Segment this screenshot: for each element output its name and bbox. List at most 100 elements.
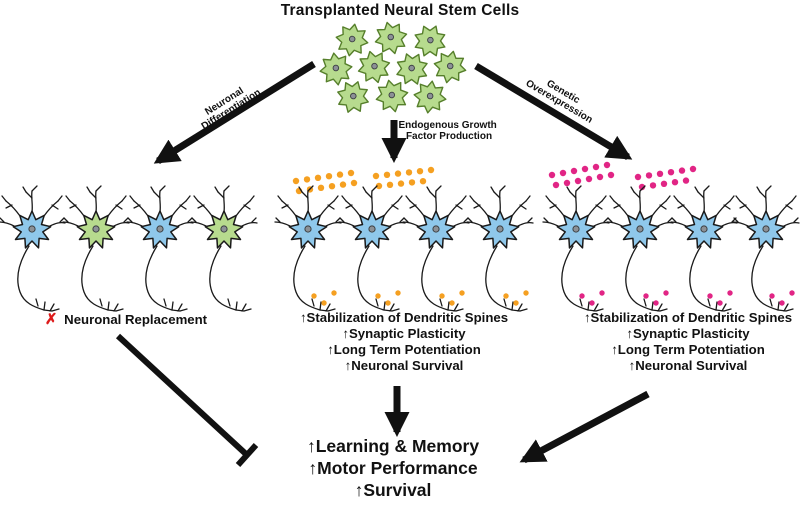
overexpression-dot xyxy=(559,169,567,177)
genetic-overexpression-arrow xyxy=(474,62,633,161)
overexpression-dot xyxy=(660,180,668,187)
growth-factor-synapse-dots xyxy=(311,290,529,306)
overexpression-dot xyxy=(563,179,571,187)
overexpression-dots xyxy=(548,161,697,191)
growth-factor-dot xyxy=(427,166,435,174)
overexpression-dot xyxy=(599,290,605,296)
diagram-title: Transplanted Neural Stem Cells xyxy=(281,2,520,19)
overexpression-dot xyxy=(717,300,723,306)
growth-factor-dot xyxy=(405,169,413,176)
neuron-blue xyxy=(0,185,66,312)
overexpression-dot xyxy=(663,290,669,296)
growth-factor-dot xyxy=(317,184,325,191)
growth-factor-dot xyxy=(383,171,391,178)
growth-factor-dot xyxy=(416,168,424,175)
neuron-group-right: ↑Stabilization of Dendritic Spines ↑Syna… xyxy=(542,185,800,373)
growth-factor-dot xyxy=(303,176,311,183)
outcome-line: ↑Synaptic Plasticity xyxy=(626,326,750,341)
growth-factor-dot xyxy=(394,170,402,177)
outcome-connectors xyxy=(115,333,650,468)
neuronal-differentiation-arrow xyxy=(153,61,316,164)
neuron-blue xyxy=(606,185,674,312)
final-outcome-line: ↑Motor Performance xyxy=(308,458,477,478)
overexpression-dot xyxy=(671,179,679,186)
growth-factor-dot xyxy=(503,293,509,299)
growth-factor-dot xyxy=(375,293,381,299)
overexpression-dot xyxy=(596,173,604,181)
neuron-blue xyxy=(338,185,406,312)
overexpression-dot xyxy=(667,169,675,176)
overexpression-dot xyxy=(653,300,659,306)
neuron-blue xyxy=(670,185,738,312)
overexpression-dot xyxy=(779,300,785,306)
neuron-green xyxy=(62,185,130,312)
overexpression-dot xyxy=(552,181,560,189)
outcome-line: ↑Synaptic Plasticity xyxy=(342,326,466,341)
neuron-blue xyxy=(274,185,342,312)
overexpression-synapse-dots xyxy=(579,290,795,306)
overexpression-dot xyxy=(727,290,733,296)
growth-factor-dot xyxy=(336,171,344,178)
neuron-blue xyxy=(732,185,800,312)
pathway-arrows xyxy=(153,61,633,164)
growth-factor-dot xyxy=(449,300,455,306)
overexpression-dot xyxy=(769,293,775,299)
pathway-label-growth-factor: Endogenous Growth Factor Production xyxy=(398,120,499,142)
overexpression-dot xyxy=(645,172,653,179)
inhibition-tbar-icon xyxy=(235,442,259,468)
growth-factor-dot xyxy=(375,182,383,190)
outcome-left-label: ✗ Neuronal Replacement xyxy=(45,311,208,328)
overexpression-dot xyxy=(585,175,593,183)
overexpression-dot xyxy=(789,290,795,296)
stem-cell xyxy=(317,50,355,88)
growth-factor-dot xyxy=(314,174,322,181)
overexpression-dot xyxy=(682,177,690,184)
stem-cell xyxy=(370,17,412,59)
growth-factor-dot xyxy=(386,181,394,188)
final-outcome-line: ↑Learning & Memory xyxy=(307,436,479,456)
growth-factor-dot xyxy=(347,169,355,177)
overexpression-dot xyxy=(570,167,578,175)
outcome-line: ↑Neuronal Survival xyxy=(345,358,464,373)
growth-factor-dot xyxy=(439,293,445,299)
overexpression-dot xyxy=(581,165,589,173)
growth-factor-dot xyxy=(395,290,401,296)
overexpression-dot xyxy=(656,170,664,177)
growth-factor-dot xyxy=(321,300,327,306)
red-x-icon: ✗ xyxy=(45,311,58,328)
overexpression-dot xyxy=(548,171,556,179)
neuron-blue xyxy=(126,185,194,312)
growth-factor-dot xyxy=(513,300,519,306)
inhibition-line xyxy=(115,333,250,458)
growth-factor-dot xyxy=(408,179,416,186)
neuron-group-left: ✗ Neuronal Replacement xyxy=(0,185,258,328)
stem-cell xyxy=(332,20,372,60)
stem-cell-cluster xyxy=(317,17,470,118)
right-outcome-arrow xyxy=(519,390,650,464)
final-outcomes: ↑Learning & Memory ↑Motor Performance ↑S… xyxy=(307,436,479,500)
growth-factor-dot xyxy=(325,173,333,180)
neuron-blue xyxy=(542,185,610,312)
overexpression-dot xyxy=(638,183,646,191)
growth-factor-dot xyxy=(311,293,317,299)
neuron-group-middle: ↑Stabilization of Dendritic Spines ↑Syna… xyxy=(274,185,534,373)
overexpression-dot xyxy=(649,182,657,189)
neuron-green xyxy=(190,185,258,312)
outcome-line: ↑Long Term Potentiation xyxy=(327,342,481,357)
overexpression-dot xyxy=(603,161,611,169)
overexpression-dot xyxy=(689,165,697,173)
outcome-line: ↑Stabilization of Dendritic Spines xyxy=(300,310,508,325)
overexpression-dot xyxy=(589,300,595,306)
growth-factor-dots xyxy=(292,166,435,195)
growth-factor-dot xyxy=(339,181,347,188)
overexpression-dot xyxy=(707,293,713,299)
overexpression-dot xyxy=(579,293,585,299)
growth-factor-dot xyxy=(292,177,300,185)
outcome-line: ↑Long Term Potentiation xyxy=(611,342,765,357)
outcome-line: ↑Stabilization of Dendritic Spines xyxy=(584,310,792,325)
outcome-line: ↑Neuronal Survival xyxy=(629,358,748,373)
overexpression-dot xyxy=(643,293,649,299)
growth-factor-dot xyxy=(397,180,405,187)
